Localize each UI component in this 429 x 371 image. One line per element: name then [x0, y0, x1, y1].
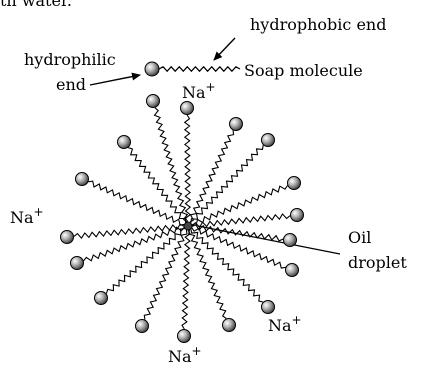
hydrophobic-end-label: hydrophobic end — [250, 15, 386, 34]
micelle-hydrophobic-tail — [83, 226, 185, 262]
hydrophilic-arrow — [89, 72, 141, 86]
micelle-hydrophilic-head — [177, 329, 191, 343]
micelle-hydrophobic-tail — [191, 185, 288, 226]
micelle-hydrophobic-tail — [181, 229, 191, 330]
micelle-hydrophilic-head — [285, 263, 299, 277]
hydrophilic-label-line1: hydrophilic — [24, 50, 116, 69]
micelle-hydrophilic-head — [290, 208, 304, 222]
sodium-ion-label-left: Na+ — [10, 205, 44, 227]
micelle-hydrophilic-head — [283, 233, 297, 247]
micelle-hydrophilic-head — [135, 319, 149, 333]
micelle-hydrophobic-tail — [88, 180, 185, 226]
micelle — [60, 94, 304, 343]
hydrophilic-label-line2: end — [56, 75, 86, 94]
micelle-hydrophilic-head — [222, 318, 236, 332]
micelle-hydrophilic-head — [287, 176, 301, 190]
micelle-hydrophobic-tail — [191, 227, 286, 269]
oil-droplet-label-line2: droplet — [348, 253, 407, 272]
micelle-hydrophobic-tail — [190, 145, 264, 224]
micelle-hydrophilic-head — [146, 94, 160, 108]
micelle-hydrophobic-tail — [191, 223, 284, 242]
header-fragment: th water. — [0, 0, 72, 10]
hydrophobic-arrow — [213, 37, 236, 61]
micelle-hydrophilic-head — [117, 135, 131, 149]
micelle-hydrophilic-head — [60, 230, 74, 244]
micelle-hydrophobic-tail — [105, 228, 185, 294]
micelle-hydrophobic-tail — [183, 114, 192, 223]
micelle-hydrophilic-head — [94, 291, 108, 305]
micelle-hydrophobic-tail — [128, 147, 187, 223]
micelle-hydrophilic-head — [180, 101, 194, 115]
micelle-hydrophilic-head — [70, 256, 84, 270]
soap-molecule-label: Soap molecule — [244, 61, 363, 80]
sodium-ion-label-top: Na+ — [182, 80, 216, 102]
micelle-hydrophobic-tail — [188, 229, 227, 319]
micelle-hydrophobic-tail — [143, 229, 188, 320]
micelle-hydrophilic-head — [229, 117, 243, 131]
oil-droplet-label-line1: Oil — [348, 228, 371, 247]
soap-molecule-legend — [144, 61, 241, 77]
legend-hydrophilic-head — [144, 61, 160, 77]
oil-droplet-core — [183, 221, 193, 231]
micelle-hydrophobic-tail — [153, 107, 189, 223]
micelle-hydrophilic-head — [261, 300, 275, 314]
micelle-hydrophobic-tail — [191, 213, 291, 229]
sodium-ion-label-bottom-right: Na+ — [268, 313, 302, 335]
micelle-hydrophobic-tail — [73, 223, 185, 239]
micelle-hydrophilic-head — [75, 172, 89, 186]
oil-droplet-pointer — [197, 225, 341, 255]
micelle-hydrophobic-tail — [190, 228, 264, 303]
micelle-hydrophilic-head — [261, 133, 275, 147]
micelle-hydrophobic-tail — [189, 130, 235, 223]
sodium-ion-label-bottom: Na+ — [168, 344, 202, 366]
legend-hydrophobic-tail — [158, 65, 241, 73]
